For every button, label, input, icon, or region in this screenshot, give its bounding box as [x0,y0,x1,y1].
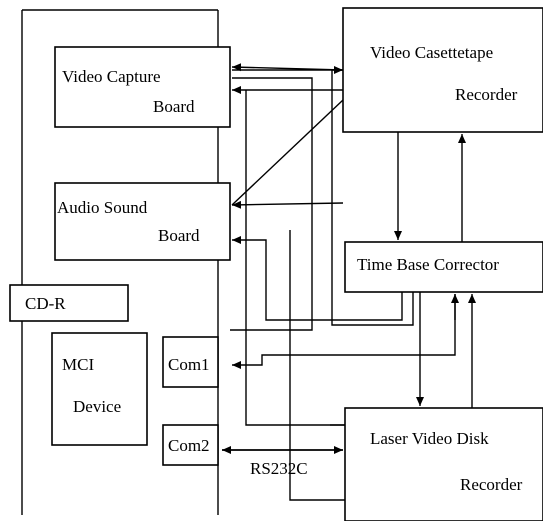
mci-device-box [51,332,148,446]
laser-disk-box [344,407,543,521]
audio-sound-board-box [54,182,231,261]
video-capture-label-1: Video Capture [62,67,161,86]
mci-label-2: Device [73,397,121,416]
mci-label-1: MCI [62,355,94,374]
wire-tbc-to-audio [232,236,403,321]
com2-label: Com2 [168,436,210,455]
wire-rs232c-bottom [289,230,345,501]
vcr-box [342,7,543,133]
audio-label-2: Board [158,226,200,245]
wire-audio-in [231,200,344,209]
laser-label-2: Recorder [460,475,523,494]
cdr-label: CD-R [25,294,66,313]
wire-capture-to-lvd [245,90,345,426]
video-capture-board-box [54,46,231,128]
laser-label-1: Laser Video Disk [370,429,489,448]
vcr-label-2: Recorder [455,85,518,104]
cd-r-box [9,284,129,322]
vcr-label-1: Video Casettetape [370,43,493,62]
wire-com1-line [232,294,456,369]
com1-box [162,336,219,388]
com2-box [162,424,219,466]
video-capture-label-2: Board [153,97,195,116]
wire-vcr-to-audio [231,99,344,206]
tbc-label: Time Base Corrector [357,255,499,274]
rs232c-label: RS232C [250,459,308,478]
tbc-box [344,241,543,293]
audio-label-1: Audio Sound [57,198,148,217]
com1-label: Com1 [168,355,210,374]
